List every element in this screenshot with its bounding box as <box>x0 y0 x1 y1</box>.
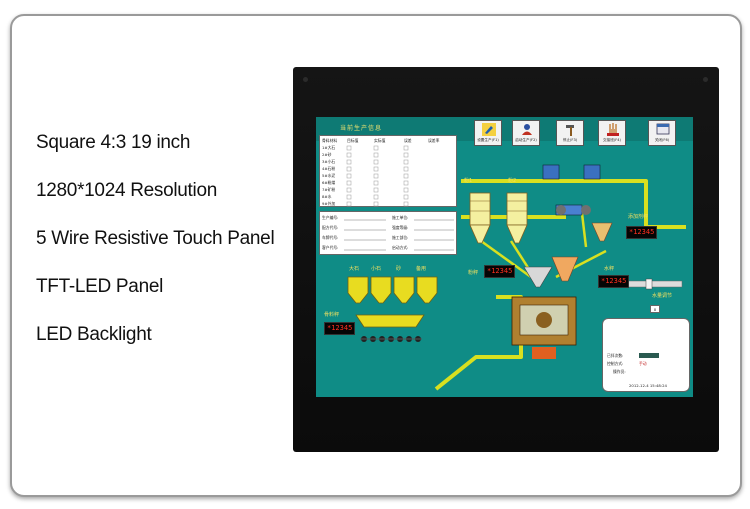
aggregate-readout: *12345 <box>324 322 356 335</box>
table-row: 1#大石 <box>322 145 336 150</box>
info-label: 启动方式: <box>392 245 409 250</box>
table-row: 4#石粉 <box>322 166 336 171</box>
bin-label: 砂 <box>396 266 402 272</box>
feature-touch: 5 Wire Resistive Touch Panel <box>36 228 275 249</box>
feature-backlight: LED Backlight <box>36 324 152 345</box>
table-header: 误差 <box>404 138 412 143</box>
table-row: 8#水 <box>322 194 332 199</box>
powder-scale-label: 粉秤 <box>468 270 479 276</box>
batch-count-field <box>639 353 659 358</box>
start-production-button[interactable]: 启动生产(F2) <box>512 120 540 146</box>
info-label: 生产编号: <box>322 215 339 220</box>
stop-button[interactable]: 停止(F3) <box>556 120 584 146</box>
pencil-icon <box>482 123 496 136</box>
table-header: 误差率 <box>428 138 440 143</box>
operator-label: 操作员: <box>613 369 626 374</box>
table-row: 9#外加 <box>322 201 336 206</box>
worker-icon <box>522 124 532 135</box>
close-window-icon <box>656 123 670 135</box>
table-row: 6#粉煤 <box>322 180 336 185</box>
bezel-screw <box>303 77 308 82</box>
silo-1 <box>469 192 491 244</box>
setup-production-button[interactable]: 设置生产(F1) <box>474 120 502 146</box>
powder-readout: *12345 <box>484 265 516 278</box>
shift-change-button[interactable]: 交接班(F4) <box>598 120 626 146</box>
info-panel: 生产编号: 配方代号: 车牌代号: 客户代号: 施工单位: 强度等级: 施工部位… <box>319 211 457 255</box>
batch-count-label: 已拌次数: <box>607 353 624 358</box>
table-grid <box>346 145 409 207</box>
hammer-icon <box>566 125 574 136</box>
feature-panel: TFT-LED Panel <box>36 276 164 297</box>
table-header: 骨料材料 <box>322 138 338 143</box>
hmi-title: 当前生产信息 <box>340 125 383 132</box>
info-label: 强度等级: <box>392 225 409 230</box>
table-row: 7#矿粉 <box>322 187 336 192</box>
hmi-screen[interactable]: 当前生产信息 设置生产(F1) 启动生产(F2) 停止(F3) 交接班(F4) … <box>316 117 693 397</box>
close-button[interactable]: 关闭(F6) <box>648 120 676 146</box>
water-value-field[interactable]: 0 <box>650 305 660 313</box>
info-label: 施工单位: <box>392 215 409 220</box>
feature-size: Square 4:3 19 inch <box>36 132 191 153</box>
bin-label: 小石 <box>371 266 382 272</box>
info-label: 施工部位: <box>392 235 409 240</box>
table-header: 实际值 <box>374 138 386 143</box>
hand-icon <box>607 123 619 136</box>
water-target-label: 水量调节 <box>652 293 673 299</box>
production-table: 骨料材料 目标值 实际值 误差 误差率 1#大石 2#砂 3#小石 4#石粉 5… <box>319 135 457 207</box>
process-diagram <box>347 164 686 391</box>
table-row: 3#小石 <box>322 159 336 164</box>
info-fields <box>344 219 454 251</box>
table-row: 2#砂 <box>322 152 332 157</box>
silo-2 <box>506 192 528 244</box>
bin-label: 大石 <box>349 266 360 272</box>
additive-readout: *12345 <box>626 226 658 239</box>
additive-scale-label: 添加剂秤 <box>628 214 649 220</box>
water-scale-label: 水秤 <box>604 266 615 272</box>
feature-resolution: 1280*1024 Resolution <box>36 180 217 201</box>
control-mode-value: 手动 <box>639 361 647 366</box>
table-header: 目标值 <box>347 138 359 143</box>
table-row: 5#水泥 <box>322 173 336 178</box>
silo-2-label: 粉2 <box>508 178 517 184</box>
aggregate-scale-label: 骨料秤 <box>324 312 340 318</box>
timestamp: 2012-12-4 15:48:24 <box>629 383 667 388</box>
water-readout: *12345 <box>598 275 630 288</box>
silo-1-label: 粉1 <box>464 178 473 184</box>
info-label: 客户代号: <box>322 245 339 250</box>
info-label: 配方代号: <box>322 225 339 230</box>
status-panel: 已拌次数: 控制方式: 手动 操作员: 2012-12-4 15:48:24 <box>602 318 690 392</box>
control-mode-label: 控制方式: <box>607 361 624 366</box>
info-label: 车牌代号: <box>322 235 339 240</box>
bin-label: 备用 <box>416 266 427 272</box>
bezel-screw <box>703 77 708 82</box>
